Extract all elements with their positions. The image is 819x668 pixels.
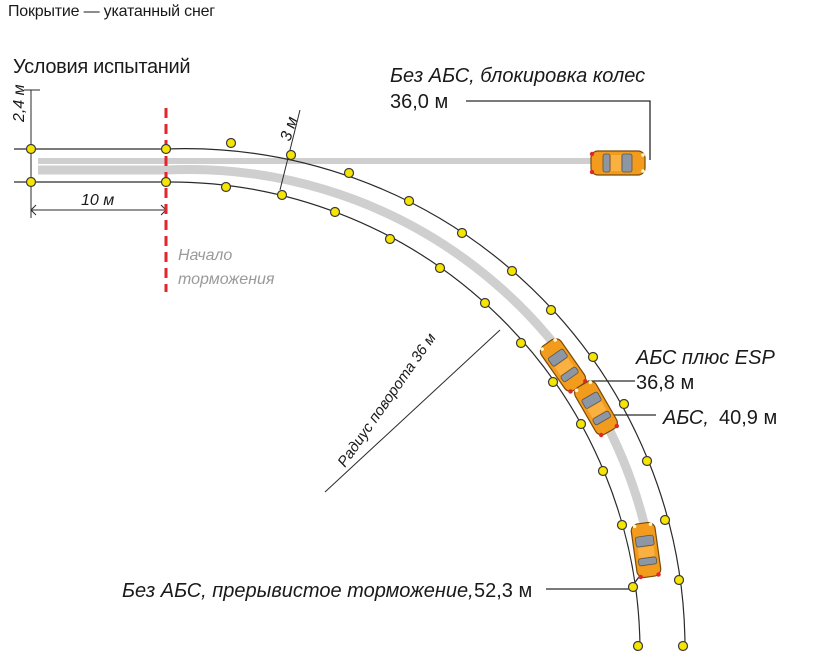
cone-markers [25, 137, 689, 652]
cone-marker-icon [547, 376, 559, 388]
result-no-abs-lock-label: Без АБС, блокировка колес [390, 65, 645, 87]
result-abs-esp-value: 36,8 м [636, 372, 694, 394]
result-no-abs-lock-value: 36,0 м [390, 91, 448, 113]
cone-marker-icon [329, 206, 341, 218]
cone-marker-icon [25, 176, 37, 188]
result-no-abs-pulse-label: Без АБС, прерывистое торможение, [122, 580, 474, 602]
cone-marker-icon [515, 337, 527, 349]
cone-marker-icon [479, 297, 491, 309]
result-abs-esp-label: АБС плюс ESP [635, 347, 775, 369]
car-icon [589, 150, 646, 176]
cone-marker-icon [659, 514, 671, 526]
trajectory-paths [38, 158, 653, 541]
cone-marker-icon [616, 519, 628, 531]
cone-marker-icon [343, 167, 355, 179]
car-no-abs-pulse [629, 520, 663, 581]
cone-marker-icon [506, 265, 518, 277]
cone-marker-icon [575, 418, 587, 430]
cone-marker-icon [632, 640, 644, 652]
cone-marker-icon [641, 455, 653, 467]
braking-start-label-line2: торможения [178, 271, 275, 288]
offset-label: 3 м [278, 115, 302, 143]
surface-caption: Покрытие — укатанный снег [8, 3, 215, 20]
car-no-abs-lock [589, 150, 646, 176]
cone-marker-icon [225, 137, 237, 149]
cone-marker-icon [545, 304, 557, 316]
cone-marker-icon [160, 176, 172, 188]
cone-marker-icon [618, 398, 630, 410]
test-conditions-heading: Условия испытаний [13, 56, 191, 78]
cone-marker-icon [597, 465, 609, 477]
car-icon [629, 520, 663, 581]
cone-marker-icon [285, 149, 297, 161]
dimension-lines [24, 89, 501, 493]
cone-marker-icon [587, 351, 599, 363]
cone-marker-icon [403, 195, 415, 207]
result-abs-value: 40,9 м [719, 407, 777, 429]
car-abs [571, 378, 622, 440]
result-abs-label: АБС, [662, 407, 709, 429]
cone-marker-icon [25, 143, 37, 155]
car-icon [571, 378, 622, 440]
cone-marker-icon [456, 227, 468, 239]
result-no-abs-pulse-value: 52,3 м [474, 580, 532, 602]
approach-length-label: 10 м [81, 192, 114, 209]
lane-width-label: 2,4 м [11, 84, 28, 123]
cone-marker-icon [673, 574, 685, 586]
cone-marker-icon [160, 143, 172, 155]
braking-start-label-line1: Начало [178, 247, 232, 264]
track-boundaries [14, 148, 686, 649]
cone-marker-icon [677, 640, 689, 652]
cone-marker-icon [627, 581, 639, 593]
cone-marker-icon [276, 189, 288, 201]
cone-marker-icon [434, 262, 446, 274]
cone-marker-icon [220, 181, 232, 193]
cone-marker-icon [384, 233, 396, 245]
